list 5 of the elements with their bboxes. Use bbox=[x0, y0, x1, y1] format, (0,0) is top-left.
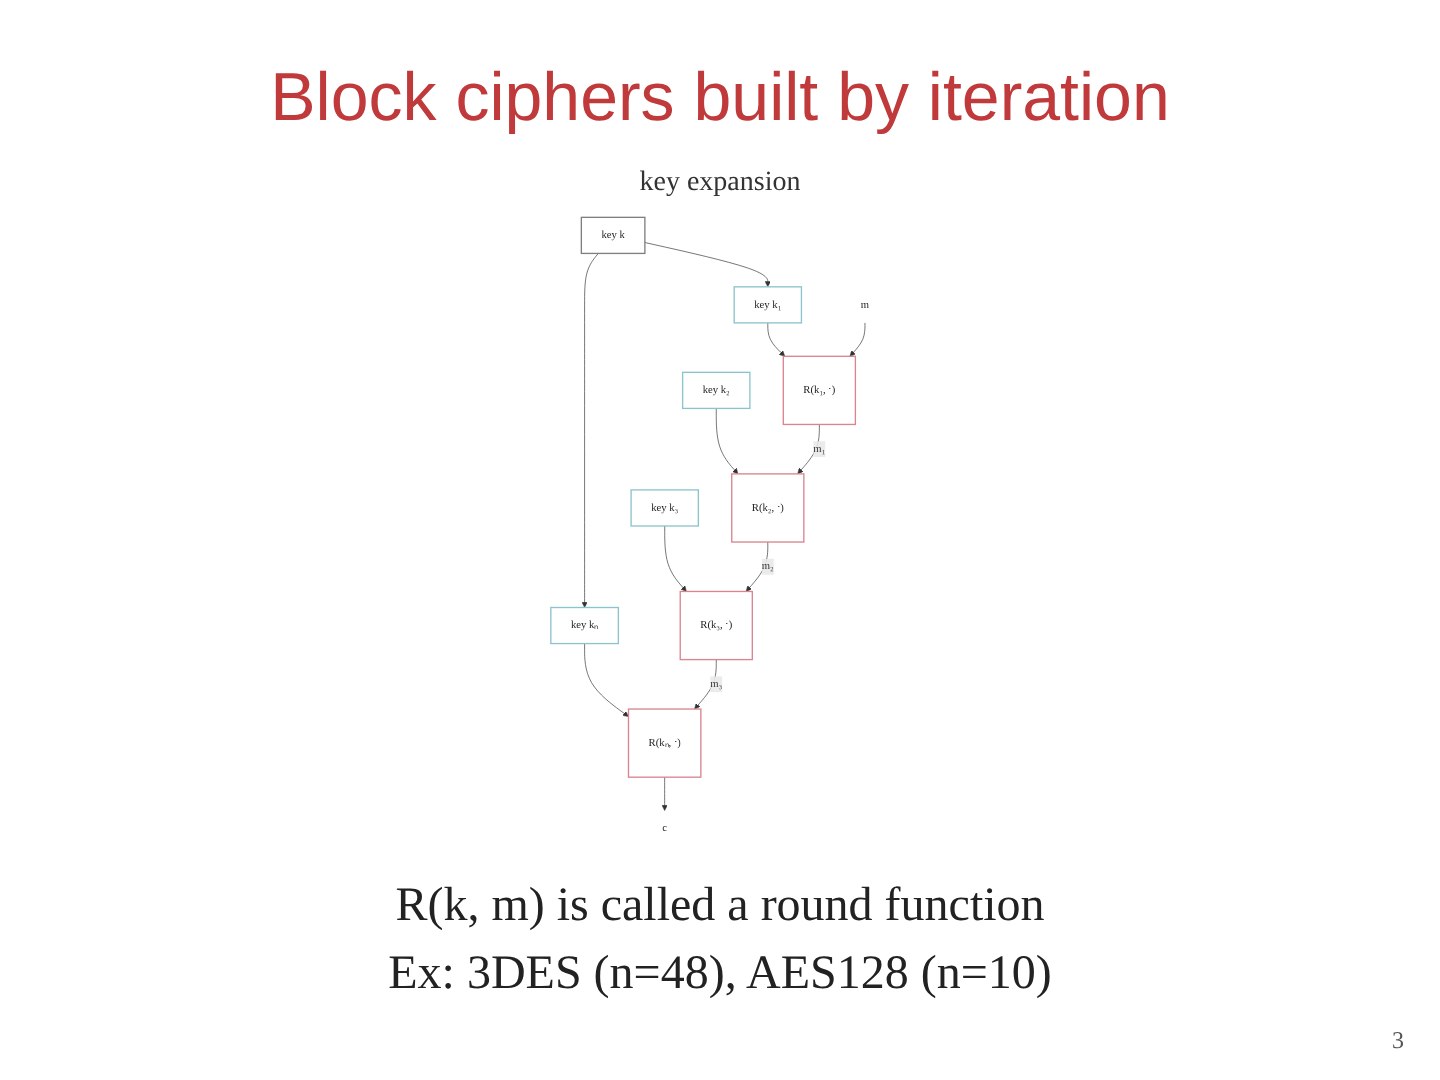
key-expansion-label: key expansion bbox=[637, 168, 803, 200]
note-text: Ex: 3DES (n=48), AES128 (n=10) bbox=[386, 948, 1054, 1002]
slide-number: 3 bbox=[1392, 1026, 1404, 1056]
note-text: R(k, m) is called a round function bbox=[393, 880, 1047, 934]
slide-title: Block ciphers built by iteration bbox=[268, 60, 1172, 138]
